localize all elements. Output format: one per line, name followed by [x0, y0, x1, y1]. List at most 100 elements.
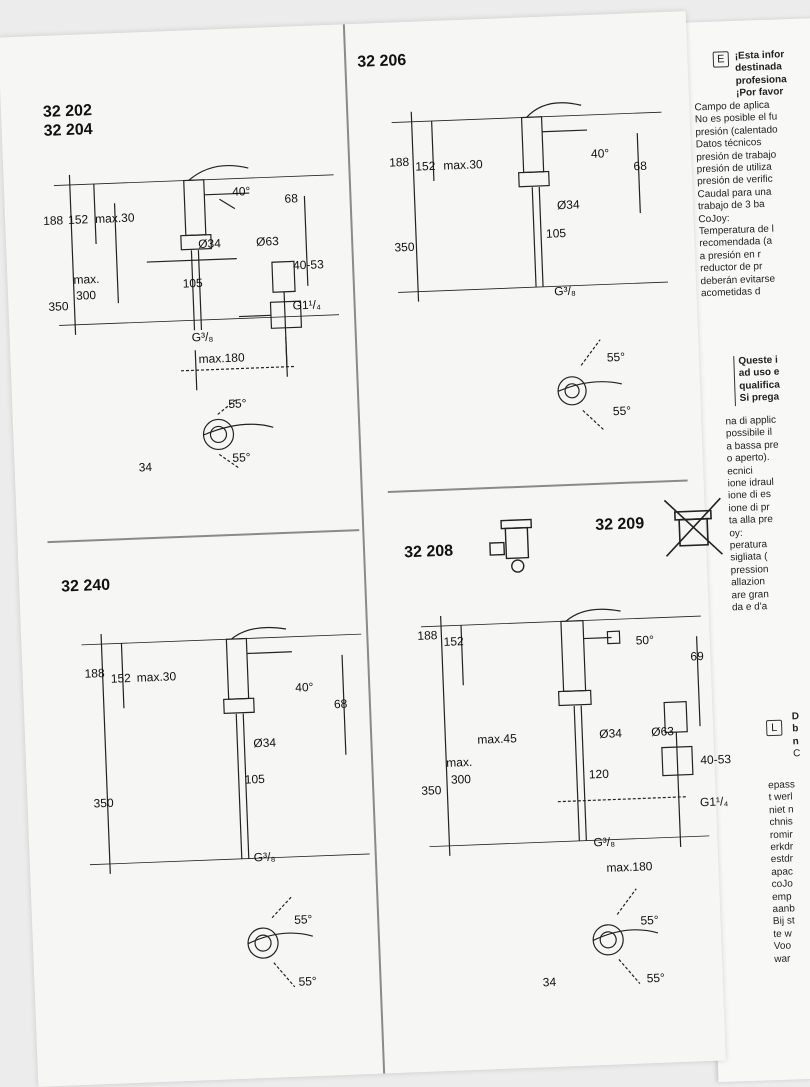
- dim-angle-55a-s4: 55°: [640, 912, 659, 928]
- faucet-diagram-s1: [53, 165, 340, 470]
- dim-max30: max.30: [94, 210, 135, 226]
- dutch-line: aanb: [772, 903, 795, 916]
- dim-350-s4: 350: [421, 783, 442, 798]
- dim-34-s4: 34: [542, 974, 557, 990]
- dutch-line: erkdr: [770, 841, 794, 854]
- dutch-line: te w: [773, 928, 792, 940]
- dim-dia63: Ø63: [255, 233, 280, 249]
- dim-max180-s4: max.180: [606, 859, 653, 875]
- dim-105-s3: 105: [244, 771, 266, 787]
- dutch-line: estdr: [770, 853, 794, 866]
- dim-max180: max.180: [198, 350, 245, 367]
- dim-152: 152: [67, 212, 89, 228]
- dim-40-53-s4: 40-53: [700, 751, 732, 768]
- dim-angle-55b-s2: 55°: [612, 403, 632, 419]
- dim-dia34-s2: Ø34: [556, 197, 580, 213]
- dim-dia34-s4: Ø34: [599, 726, 623, 742]
- dim-g38-s4: G³/₈: [593, 834, 616, 850]
- dim-dia63-s4: Ø63: [650, 724, 675, 740]
- italian-intro: Queste i ad uso e qualifica Si prega: [733, 354, 781, 406]
- dim-angle-55a: 55°: [228, 396, 247, 412]
- horizontal-divider-right: [387, 479, 688, 493]
- dutch-line: chnis: [769, 816, 794, 829]
- dim-angle-55a-s3: 55°: [293, 912, 313, 927]
- dim-188: 188: [42, 213, 64, 228]
- dutch-line: coJo: [771, 878, 793, 891]
- dim-152-s4: 152: [443, 634, 464, 649]
- product-code-32240: 32 240: [60, 576, 111, 596]
- dim-g114: G1¹/₄: [292, 297, 322, 313]
- italian-line: da e d'a: [731, 601, 768, 614]
- spanish-intro: E ¡Esta infor destinada profesiona ¡Por …: [712, 49, 787, 99]
- dim-angle-40-s3: 40°: [295, 679, 314, 695]
- faucet-diagram-s2: [391, 102, 668, 431]
- horizontal-divider-left: [47, 529, 360, 544]
- dim-angle-55a-s2: 55°: [606, 349, 626, 365]
- italian-line: ione idraul: [727, 476, 774, 490]
- dutch-line: niet n: [768, 804, 794, 816]
- dim-350: 350: [48, 299, 69, 314]
- dutch-intro: L D b n C: [765, 711, 801, 760]
- dim-max-s4: max.: [446, 754, 473, 770]
- no-waste-icon: [663, 497, 724, 557]
- dim-g38-s3: G³/₈: [253, 849, 276, 865]
- dim-max45-s4: max.45: [477, 731, 518, 747]
- dim-68-s3: 68: [333, 696, 348, 712]
- dim-188-s3: 188: [84, 665, 105, 681]
- dim-g38: G³/₈: [191, 329, 214, 345]
- dim-g114-s4: G1¹/₄: [699, 794, 729, 810]
- product-code-32208: 32 208: [403, 542, 454, 562]
- dim-300-s4: 300: [450, 771, 472, 787]
- italian-line: a bassa pre: [726, 439, 779, 453]
- dutch-line: Bij st: [772, 915, 795, 928]
- dim-105: 105: [182, 275, 203, 291]
- dim-350-s3: 350: [93, 795, 114, 811]
- spanish-line: acometidas d: [700, 286, 761, 300]
- dim-angle-55b-s3: 55°: [298, 974, 317, 989]
- dim-350-s2: 350: [394, 239, 415, 255]
- dim-68-s2: 68: [633, 158, 648, 174]
- dim-300: 300: [75, 288, 97, 303]
- dim-g38-s2: G³/₈: [553, 283, 577, 299]
- dim-dia34-s3: Ø34: [253, 735, 277, 751]
- pop-up-waste-icon: [489, 518, 533, 573]
- product-code-32206: 32 206: [356, 51, 407, 71]
- dutch-line: Voo: [773, 940, 792, 953]
- dutch-line: epass: [768, 779, 796, 792]
- lang-code-e: E: [712, 51, 730, 68]
- main-page: 32 202 32 204: [0, 11, 731, 1087]
- lang-code-l: L: [765, 719, 783, 737]
- dim-angle-40-s2: 40°: [590, 146, 610, 161]
- product-code-32204: 32 204: [43, 121, 93, 140]
- dim-34: 34: [138, 460, 153, 475]
- dutch-line: apac: [771, 866, 794, 878]
- dutch-line: emp: [771, 891, 792, 903]
- product-code-32209: 32 209: [594, 515, 645, 535]
- dim-angle-40: 40°: [231, 184, 251, 199]
- dim-68: 68: [284, 191, 299, 206]
- dim-max: max.: [73, 271, 100, 287]
- dim-152-s2: 152: [415, 158, 436, 174]
- dim-120-s4: 120: [588, 766, 610, 782]
- dim-angle-55b: 55°: [232, 450, 251, 465]
- dim-angle-50-s4: 50°: [635, 632, 655, 648]
- dutch-line: romir: [769, 829, 793, 841]
- dim-40-53: 40-53: [292, 257, 325, 273]
- dim-69-s4: 69: [690, 648, 704, 664]
- dim-105-s2: 105: [545, 225, 567, 241]
- dim-max30-s3: max.30: [136, 669, 177, 685]
- dim-max30-s2: max.30: [443, 157, 483, 173]
- dim-152-s3: 152: [110, 670, 132, 686]
- dim-angle-55b-s4: 55°: [646, 970, 666, 986]
- dim-188-s2: 188: [388, 154, 410, 170]
- dutch-line: t werl: [768, 791, 793, 804]
- product-code-32202: 32 202: [42, 102, 93, 121]
- faucet-diagram-s3: [81, 626, 370, 988]
- dim-dia34: Ø34: [197, 236, 222, 252]
- dim-188-s4: 188: [417, 628, 438, 643]
- bidet-diagram-s4: [421, 608, 710, 985]
